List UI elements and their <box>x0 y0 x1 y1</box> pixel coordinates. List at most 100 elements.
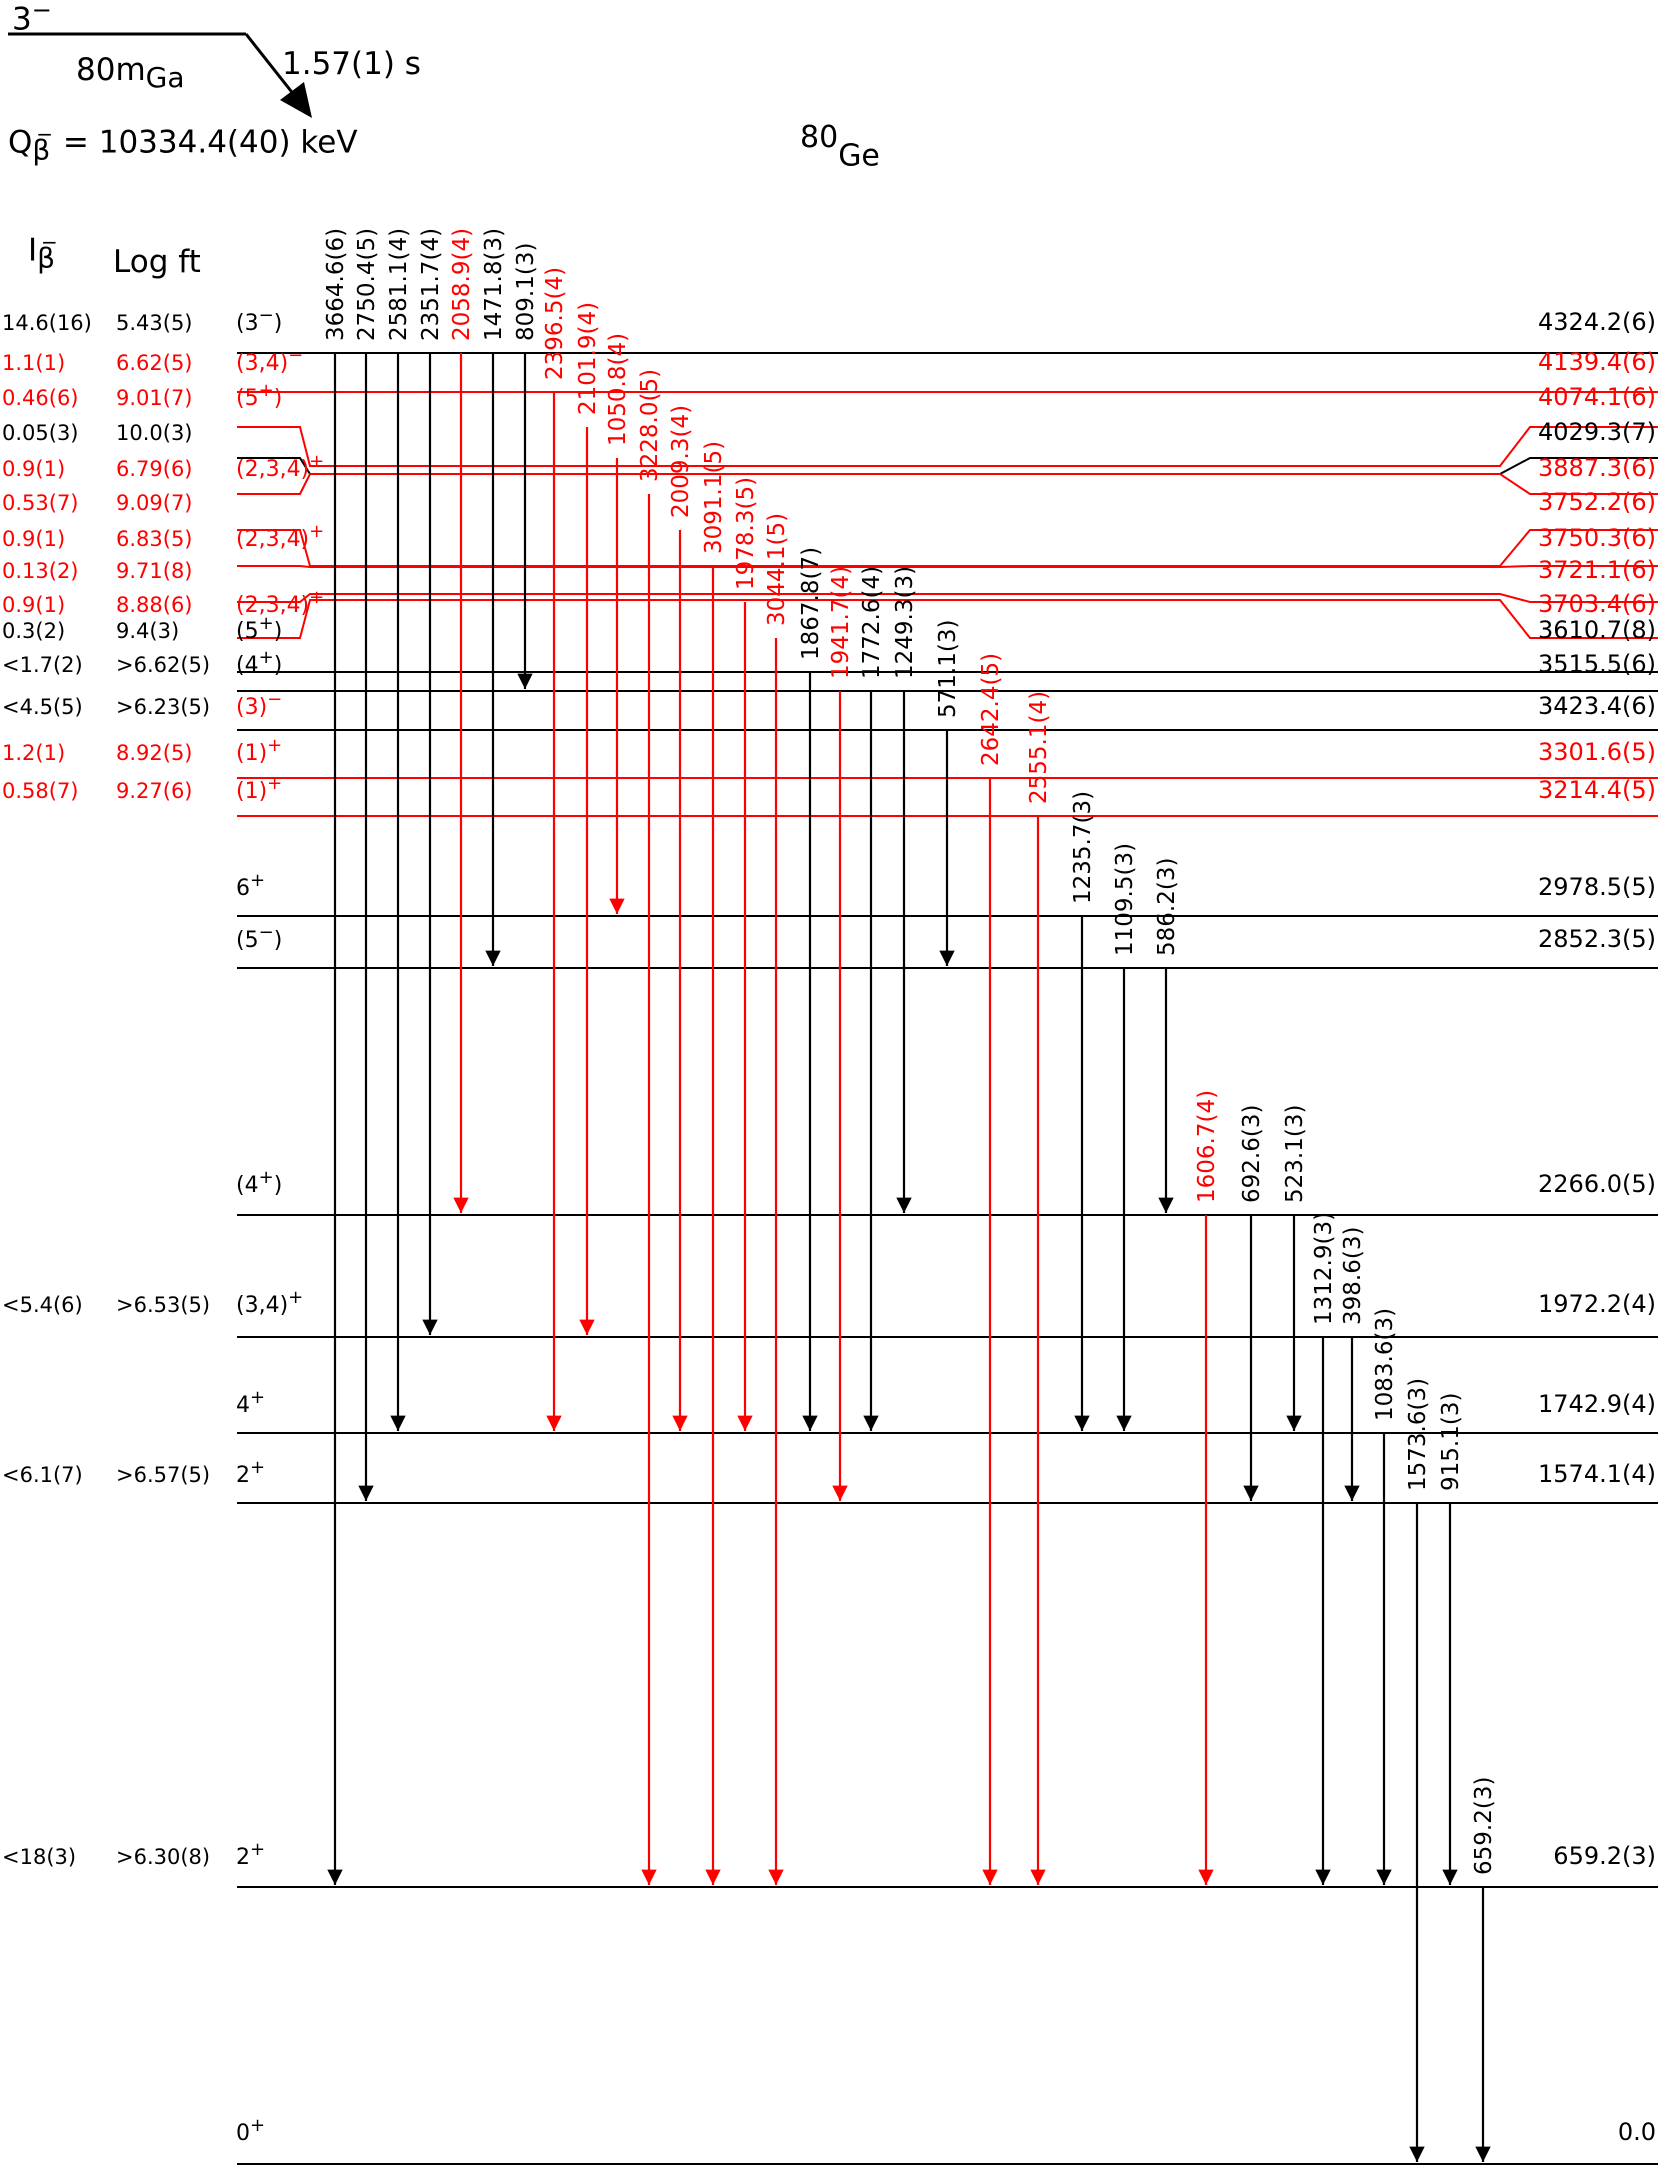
level-energy-label: 3515.5(6) <box>1538 650 1656 678</box>
level-line <box>237 599 1658 639</box>
gamma-transition: 1235.7(3) <box>1070 791 1096 1431</box>
level-226605: 2266.0(5)(4+) <box>236 1167 1658 1216</box>
beta-intensity: 0.05(3) <box>2 421 79 445</box>
gamma-energy-label: 1312.9(3) <box>1311 1212 1337 1325</box>
gamma-energy-label: 2009.3(4) <box>668 405 694 518</box>
log-ft-value: >6.62(5) <box>116 653 210 677</box>
level-spin-parity: (2,3,4)+ <box>236 587 324 618</box>
level-energy-label: 1972.2(4) <box>1538 1290 1656 1318</box>
level-361078: 3610.7(8)(5+)0.3(2)9.4(3) <box>2 613 1658 673</box>
log-ft-value: 9.71(8) <box>116 559 193 583</box>
level-energy-label: 659.2(3) <box>1553 1842 1656 1870</box>
level-line <box>237 593 1658 603</box>
gamma-energy-label: 659.2(3) <box>1471 1777 1497 1875</box>
gamma-transition: 1573.6(3) <box>1405 1378 1431 2162</box>
level-spin-parity: (3,4)+ <box>236 1287 303 1318</box>
gamma-transition: 1941.7(4) <box>828 566 854 1501</box>
beta-intensity: <1.7(2) <box>2 653 83 677</box>
level-energy-label: 4139.4(6) <box>1538 348 1656 376</box>
level-spin-parity: (3,4)− <box>236 345 303 376</box>
log-ft-value: 8.88(6) <box>116 593 193 617</box>
level-spin-parity: (3−) <box>236 305 282 336</box>
beta-intensity: 0.9(1) <box>2 527 65 551</box>
gamma-transition: 3664.6(6) <box>323 228 349 1885</box>
level-spin-parity: 0+ <box>236 2115 265 2146</box>
gamma-energy-label: 2101.9(4) <box>575 302 601 415</box>
gamma-transition: 2351.7(4) <box>418 228 444 1335</box>
beta-arrow-head <box>280 82 312 118</box>
level-spin-parity: 2+ <box>236 1839 265 1870</box>
gamma-energy-label: 3044.1(5) <box>764 513 790 626</box>
level-energy-label: 3721.1(6) <box>1538 556 1656 584</box>
gamma-transition: 1249.3(3) <box>892 566 918 1213</box>
level-174294: 1742.9(4) 4+ <box>236 1387 1658 1434</box>
gamma-energy-label: 1772.6(4) <box>859 566 885 679</box>
parent-spin: 3− <box>12 0 52 38</box>
gamma-energy-label: 2750.4(5) <box>354 228 380 341</box>
gamma-transition: 523.1(3) <box>1282 1105 1308 1431</box>
level-370346: 3703.4(6)(2,3,4)+0.9(1)8.88(6) <box>2 587 1658 639</box>
log-ft-value: 9.27(6) <box>116 779 193 803</box>
level-energy-label: 3752.2(6) <box>1538 488 1656 516</box>
gamma-energy-label: 3091.1(5) <box>701 441 727 554</box>
level-372116: 3721.1(6) 0.13(2) 9.71(8) <box>2 556 1658 603</box>
beta-intensity: 0.13(2) <box>2 559 79 583</box>
gamma-transition: 692.6(3) <box>1239 1105 1265 1501</box>
log-ft-value: 9.09(7) <box>116 491 193 515</box>
gamma-energy-label: 809.1(3) <box>513 243 539 341</box>
gamma-transition: 2058.9(4) <box>449 228 475 1213</box>
gamma-transition: 1312.9(3) <box>1311 1212 1337 1885</box>
level-407416: 4074.1(6)(5+)0.46(6)9.01(7) <box>2 380 1658 467</box>
level-spin-parity: (5−) <box>236 922 282 953</box>
gamma-transition: 1083.6(3) <box>1372 1308 1398 1885</box>
level-342346: 3423.4(6)(3)−<4.5(5)>6.23(5) <box>2 689 1658 731</box>
gamma-transition: 586.2(3) <box>1154 858 1180 1213</box>
gamma-energy-label: 2581.1(4) <box>386 228 412 341</box>
parent-nuclide: 80mGa <box>76 52 185 95</box>
gamma-transition: 3228.0(5) <box>637 369 663 1885</box>
gamma-energy-label: 1978.3(5) <box>733 477 759 590</box>
column-header-logft: Log ft <box>113 244 201 280</box>
gamma-transition: 1606.7(4) <box>1194 1090 1220 1885</box>
level-spin-parity: (1)+ <box>236 735 282 766</box>
level-351556: 3515.5(6)(4+)<1.7(2)>6.62(5) <box>2 647 1658 692</box>
log-ft-value: >6.53(5) <box>116 1293 210 1317</box>
level-432426: 4324.2(6)(3−)14.6(16)5.43(5) <box>2 305 1658 354</box>
level-413946: 4139.4(6)(3,4)−1.1(1)6.62(5) <box>2 345 1658 393</box>
level-285235: 2852.3(5)(5−) <box>236 922 1658 969</box>
level-spin-parity: (3)− <box>236 689 282 720</box>
gamma-energy-label: 1249.3(3) <box>892 566 918 679</box>
beta-intensity: <6.1(7) <box>2 1463 83 1487</box>
level-energy-label: 3214.4(5) <box>1538 776 1656 804</box>
gamma-energy-label: 1941.7(4) <box>828 566 854 679</box>
level-energy-label: 2266.0(5) <box>1538 1170 1656 1198</box>
gamma-transition: 809.1(3) <box>513 243 539 689</box>
level-spin-parity: 6+ <box>236 870 265 901</box>
level-energy-label: 4029.3(7) <box>1538 418 1656 446</box>
level-energy-label: 3750.3(6) <box>1538 524 1656 552</box>
gamma-energy-label: 692.6(3) <box>1239 1105 1265 1203</box>
gamma-energy-label: 1083.6(3) <box>1372 1308 1398 1421</box>
level-energy-label: 3887.3(6) <box>1538 454 1656 482</box>
gamma-energy-label: 2351.7(4) <box>418 228 444 341</box>
level-energy-label: 1742.9(4) <box>1538 1390 1656 1418</box>
level-330165: 3301.6(5)(1)+1.2(1)8.92(5) <box>2 735 1658 779</box>
q-value: Qβ− = 10334.4(40) keV <box>8 122 358 167</box>
log-ft-value: >6.23(5) <box>116 695 210 719</box>
gamma-energy-label: 1050.8(4) <box>605 333 631 446</box>
beta-intensity: 0.3(2) <box>2 619 65 643</box>
beta-intensity: <4.5(5) <box>2 695 83 719</box>
level-energy-label: 1574.1(4) <box>1538 1460 1656 1488</box>
level-spin-parity: (1)+ <box>236 773 282 804</box>
gamma-energy-label: 2058.9(4) <box>449 228 475 341</box>
log-ft-value: 9.4(3) <box>116 619 179 643</box>
level-spin-parity: 4+ <box>236 1387 265 1418</box>
beta-intensity: 0.58(7) <box>2 779 79 803</box>
gamma-transition: 2555.1(4) <box>1026 691 1052 1885</box>
beta-intensity: 0.53(7) <box>2 491 79 515</box>
beta-intensity: <18(3) <box>2 1845 76 1869</box>
gamma-energy-label: 1573.6(3) <box>1405 1378 1431 1491</box>
level-energy-label: 3703.4(6) <box>1538 590 1656 618</box>
gamma-transition: 571.1(3) <box>935 620 961 966</box>
beta-intensity: 1.2(1) <box>2 741 65 765</box>
